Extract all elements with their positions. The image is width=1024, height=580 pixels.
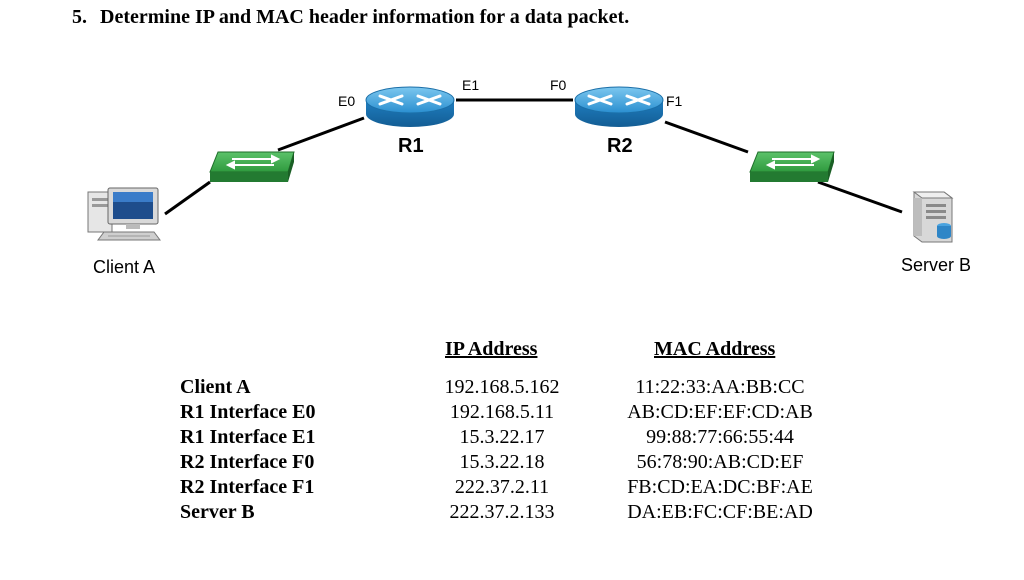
device-name: Server B xyxy=(180,501,255,523)
router-r2-label: R2 xyxy=(607,135,633,157)
question-text: Determine IP and MAC header information … xyxy=(100,6,630,28)
server-icon xyxy=(912,191,954,243)
ip-value: 222.37.2.11 xyxy=(454,476,550,498)
link-r2-switch xyxy=(664,120,749,154)
r1-e0-label: E0 xyxy=(338,93,355,109)
device-name: R2 Interface F0 xyxy=(180,451,315,473)
device-name: R1 Interface E0 xyxy=(180,401,316,423)
mac-value: 99:88:77:66:55:44 xyxy=(646,426,794,448)
ip-address-header: IP Address xyxy=(445,338,538,360)
device-name: R2 Interface F1 xyxy=(180,476,315,498)
client-label: Client A xyxy=(93,257,155,277)
server-label: Server B xyxy=(901,255,971,275)
device-name: R1 Interface E1 xyxy=(180,426,316,448)
link-client-switch xyxy=(164,180,211,216)
table-row: R1 Interface E1 15.3.22.17 99:88:77:66:5… xyxy=(180,426,860,451)
client-computer-icon xyxy=(87,187,161,241)
mac-value: AB:CD:EF:EF:CD:AB xyxy=(627,401,813,423)
switch-left-icon xyxy=(209,151,295,182)
table-row: Server B 222.37.2.133 DA:EB:FC:CF:BE:AD xyxy=(180,501,860,526)
mac-value: 56:78:90:AB:CD:EF xyxy=(636,451,804,473)
ip-value: 222.37.2.133 xyxy=(449,501,555,523)
question-number: 5. xyxy=(72,6,87,28)
switch-right-icon xyxy=(749,151,835,182)
mac-value: DA:EB:FC:CF:BE:AD xyxy=(627,501,813,523)
router-r1-label: R1 xyxy=(398,135,424,157)
ip-value: 192.168.5.162 xyxy=(444,376,560,398)
r2-f0-label: F0 xyxy=(550,77,567,93)
table-row: R2 Interface F0 15.3.22.18 56:78:90:AB:C… xyxy=(180,451,860,476)
mac-value: FB:CD:EA:DC:BF:AE xyxy=(627,476,813,498)
ip-value: 192.168.5.11 xyxy=(449,401,555,423)
link-switch-r1 xyxy=(277,116,365,152)
r1-e1-label: E1 xyxy=(462,77,479,93)
table-row: R2 Interface F1 222.37.2.11 FB:CD:EA:DC:… xyxy=(180,476,860,501)
router-r1-icon xyxy=(365,86,455,127)
table-row: R1 Interface E0 192.168.5.11 AB:CD:EF:EF… xyxy=(180,401,860,426)
ip-value: 15.3.22.17 xyxy=(459,426,545,448)
link-switch-server xyxy=(817,180,903,214)
r2-f1-label: F1 xyxy=(666,93,683,109)
mac-address-header: MAC Address xyxy=(654,338,776,360)
router-r2-icon xyxy=(574,86,664,127)
ip-value: 15.3.22.18 xyxy=(459,451,545,473)
mac-value: 11:22:33:AA:BB:CC xyxy=(635,376,805,398)
device-name: Client A xyxy=(180,376,251,398)
network-topology: E0 E1 F0 F1 R1 R2 Client A Server B xyxy=(87,77,971,277)
table-row: Client A 192.168.5.162 11:22:33:AA:BB:CC xyxy=(180,376,860,401)
question-title: 5. Determine IP and MAC header informatio… xyxy=(72,6,629,29)
